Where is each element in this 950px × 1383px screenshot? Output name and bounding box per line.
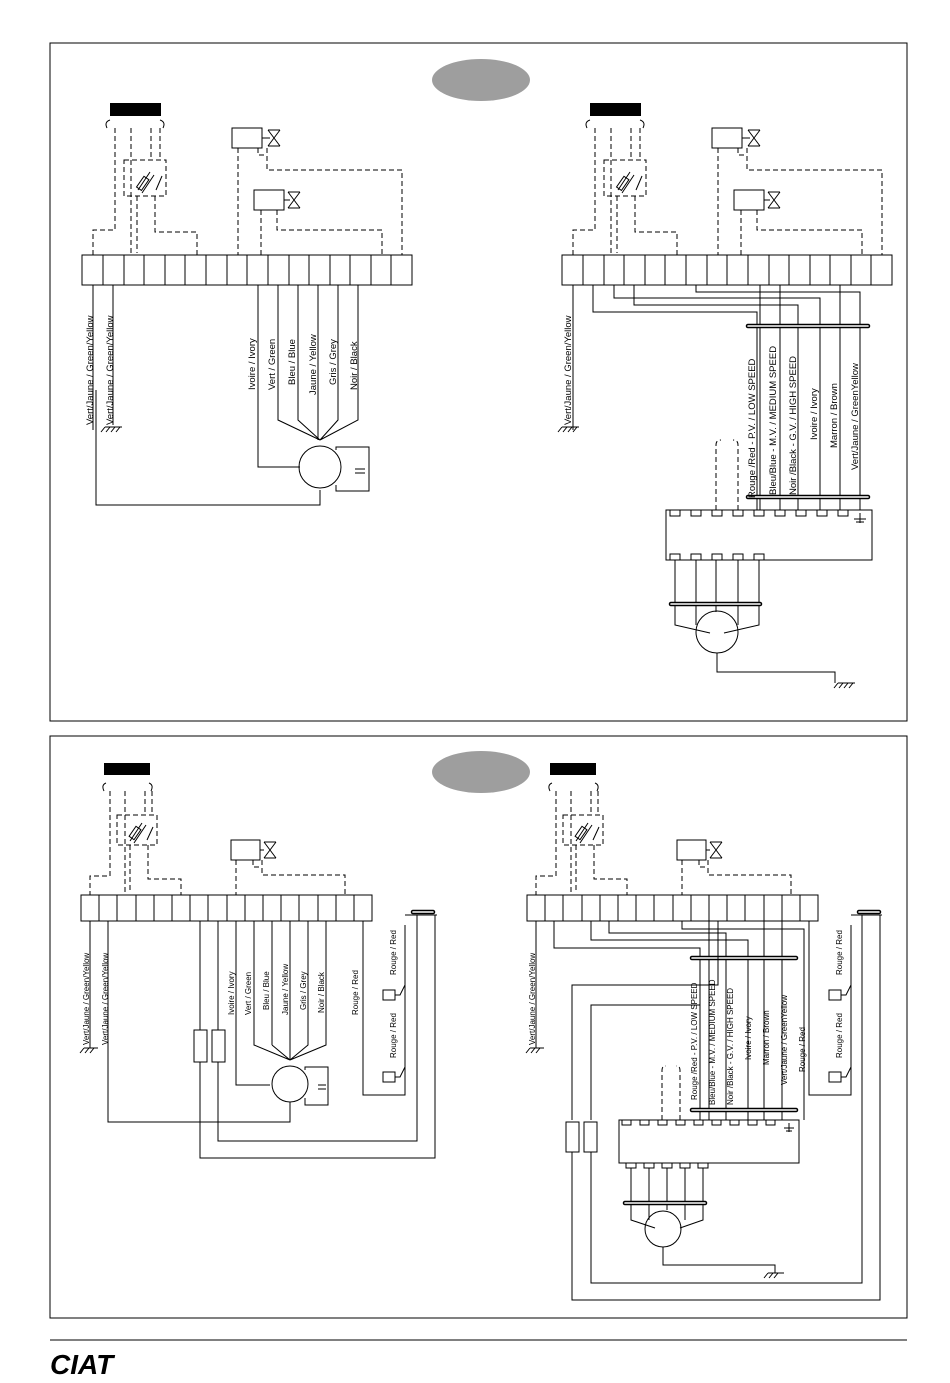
motor-icon bbox=[298, 445, 342, 489]
wire-label-vj-gy-3: Vert/Jaune / Green/Yellow bbox=[563, 315, 574, 425]
wire-label-black: Noir / Black bbox=[349, 341, 360, 390]
wire-label-blue: Bleu / Blue bbox=[287, 339, 298, 385]
panel-top-badge bbox=[432, 59, 530, 101]
wire-label-red-5: Rouge / Red bbox=[835, 930, 844, 975]
wire-label-red-2: Rouge / Red bbox=[389, 930, 398, 975]
wire-label-grey-2: Gris / Grey bbox=[299, 971, 308, 1010]
wire-label-brown: Marron / Brown bbox=[829, 383, 840, 448]
fuse-icon-3 bbox=[116, 814, 158, 846]
valve-icon-2 bbox=[253, 189, 301, 211]
wire-label-vj-gy-2: Vert/Jaune / Green/Yellow bbox=[105, 315, 116, 425]
panel-top-left-diagram: Vert/Jaune / Green/Yellow Vert/Jaune / G… bbox=[81, 103, 413, 506]
fuse-icon-4 bbox=[562, 814, 604, 846]
wire-label-vj-gy: Vert/Jaune / Green/Yellow bbox=[85, 315, 96, 425]
terminal-block-icon bbox=[81, 254, 413, 286]
wire-label-brown-2: Marron / Brown bbox=[762, 1010, 771, 1065]
resistor-icon bbox=[193, 1029, 226, 1063]
ground-icon-4 bbox=[525, 1047, 784, 1279]
wire-label-yellow: Jaune / Yellow bbox=[308, 334, 319, 395]
wire-label-blue-2: Bleu / Blue bbox=[262, 971, 271, 1010]
panel-bottom-badge bbox=[432, 751, 530, 793]
wire-label-vj-gy-6: Vert/Jaune / Green/Yellow bbox=[528, 953, 537, 1045]
motor-icon-4 bbox=[644, 1210, 682, 1248]
wire-label-green-2: Vert / Green bbox=[244, 972, 253, 1015]
wire-label-red-3: Rouge / Red bbox=[389, 1013, 398, 1058]
supply-label-box-2 bbox=[590, 103, 641, 116]
wire-label-high: Noir /Black - G.V. / HIGH SPEED bbox=[788, 356, 799, 495]
fuse-icon bbox=[123, 159, 167, 197]
panel-bottom-right-diagram: Vert/Jaune / Green/Yellow Rouge /Red - P… bbox=[525, 763, 882, 1301]
thermostat-icon-2 bbox=[828, 925, 852, 1084]
wire-label-ivory-4: Ivoire / Ivory bbox=[744, 1016, 753, 1060]
wire-label-yellow-2: Jaune / Yellow bbox=[281, 964, 290, 1015]
valve-icon-4 bbox=[733, 189, 781, 211]
ground-icon-2 bbox=[557, 426, 855, 689]
wire-label-red-6: Rouge / Red bbox=[835, 1013, 844, 1058]
supply-label-box bbox=[110, 103, 161, 116]
terminal-block-icon-4 bbox=[526, 894, 819, 922]
speed-controller-box-2 bbox=[618, 1119, 800, 1164]
terminal-block-icon-3 bbox=[80, 894, 373, 922]
supply-label-box-4 bbox=[550, 763, 596, 775]
brand-logo: CIAT bbox=[50, 1349, 116, 1380]
wire-label-medium: Bleu/Blue - M.V. / MEDIUM SPEED bbox=[768, 346, 779, 495]
valve-icon-6 bbox=[676, 839, 723, 861]
panel-bottom-left-diagram: Vert/Jaune / Green/Yellow Vert/Jaune / G… bbox=[79, 763, 437, 1159]
wire-label-vj-gy-5: Vert/Jaune / Green/Yellow bbox=[101, 953, 110, 1045]
wire-label-green: Vert / Green bbox=[267, 339, 278, 390]
motor-icon-3 bbox=[271, 1065, 309, 1103]
panel-top-frame bbox=[49, 42, 908, 722]
wire-label-ivory-3: Ivoire / Ivory bbox=[227, 971, 236, 1015]
wire-label-ivory: Ivoire / Ivory bbox=[247, 338, 258, 390]
wire-label-red: Rouge / Red bbox=[351, 970, 360, 1015]
wire-label-vj-gy-compact-2: Vert/Jaune / GreenYellow bbox=[780, 995, 789, 1085]
wire-label-red-4: Rouge / Red bbox=[798, 1027, 807, 1072]
wire-label-low-2: Rouge /Red - P.V. / LOW SPEED bbox=[690, 982, 699, 1100]
motor-icon-2 bbox=[695, 610, 739, 654]
wire-label-medium-2: Bleu/Blue - M.V. / MEDIUM SPEED bbox=[708, 979, 717, 1105]
thermostat-icon bbox=[382, 925, 406, 1084]
speed-controller-box bbox=[665, 509, 873, 561]
resistor-icon-2 bbox=[565, 1121, 598, 1153]
wire-label-grey: Gris / Grey bbox=[328, 339, 339, 385]
wire-label-black-2: Noir / Black bbox=[317, 971, 326, 1013]
wire-label-vj-gy-4: Vert/Jaune / Green/Yellow bbox=[82, 953, 91, 1045]
wire-label-ivory-2: Ivoire / Ivory bbox=[809, 388, 820, 440]
wire-label-high-2: Noir /Black - G.V. / HIGH SPEED bbox=[726, 988, 735, 1105]
capacitor-icon bbox=[335, 446, 370, 492]
wire-label-vj-gy-compact: Vert/Jaune / GreenYellow bbox=[850, 363, 861, 470]
valve-icon-5 bbox=[230, 839, 277, 861]
panel-top-right-diagram: Vert/Jaune / Green/Yellow Rouge /Red - P… bbox=[557, 103, 893, 689]
valve-icon bbox=[231, 127, 281, 149]
ground-icon bbox=[100, 426, 122, 433]
panel-bottom-frame bbox=[49, 735, 908, 1319]
terminal-block-icon-2 bbox=[561, 254, 893, 286]
fuse-icon-2 bbox=[603, 159, 647, 197]
valve-icon-3 bbox=[711, 127, 761, 149]
capacitor-icon-2 bbox=[304, 1066, 329, 1106]
supply-label-box-3 bbox=[104, 763, 150, 775]
ground-icon-3 bbox=[79, 1047, 98, 1054]
wire-label-low: Rouge /Red - P.V. / LOW SPEED bbox=[747, 358, 758, 498]
